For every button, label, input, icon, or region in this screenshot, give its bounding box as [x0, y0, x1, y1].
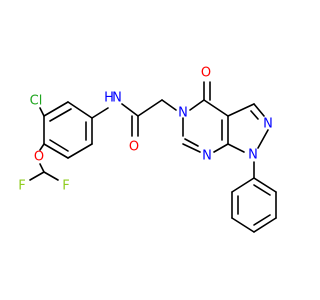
bond [39, 163, 45, 173]
bond [43, 143, 69, 159]
bonds [29, 81, 277, 233]
bond [253, 214, 271, 226]
atom-o-ether: O [34, 150, 44, 165]
bond [43, 101, 69, 117]
bond [253, 103, 265, 117]
bond [213, 143, 229, 153]
bond [184, 138, 199, 147]
atom-f-right: F [62, 179, 69, 194]
atom-o-ketone: O [201, 66, 211, 81]
bond [67, 143, 93, 159]
bond [253, 177, 277, 193]
atom-n1: N [248, 148, 258, 163]
bond [39, 143, 45, 151]
bond [67, 101, 93, 119]
atom-n-ring: N [202, 149, 212, 164]
atom-n-amide: N [112, 91, 122, 106]
bond [257, 129, 269, 149]
bond [250, 110, 259, 120]
bond [227, 143, 245, 153]
bond [161, 99, 177, 111]
bond [121, 103, 139, 117]
bond [253, 184, 271, 196]
atom-f-left: F [18, 179, 25, 194]
structure-svg: Cl O F F H N O N O N N N [18, 66, 277, 233]
bond [137, 99, 163, 117]
atom-n5: N [178, 106, 188, 121]
bond [43, 171, 59, 181]
bond [203, 99, 229, 117]
bond [182, 143, 201, 153]
bond [49, 139, 69, 152]
atom-cl: Cl [30, 94, 43, 109]
bond [253, 217, 277, 233]
atom-n2: N [263, 117, 273, 132]
bond [91, 107, 109, 119]
bond [29, 171, 45, 181]
atom-labels: Cl O F F H N O N O N N N [18, 66, 273, 194]
molecule-diagram: Cl O F F H N O N O N N N [18, 66, 277, 233]
bond [189, 99, 205, 111]
bond [231, 217, 255, 233]
atom-h-amide: H [104, 91, 114, 106]
bond [39, 107, 45, 117]
bond [231, 177, 255, 193]
bond [49, 108, 72, 122]
atom-o-amide: O [129, 140, 139, 155]
bond [227, 103, 255, 117]
